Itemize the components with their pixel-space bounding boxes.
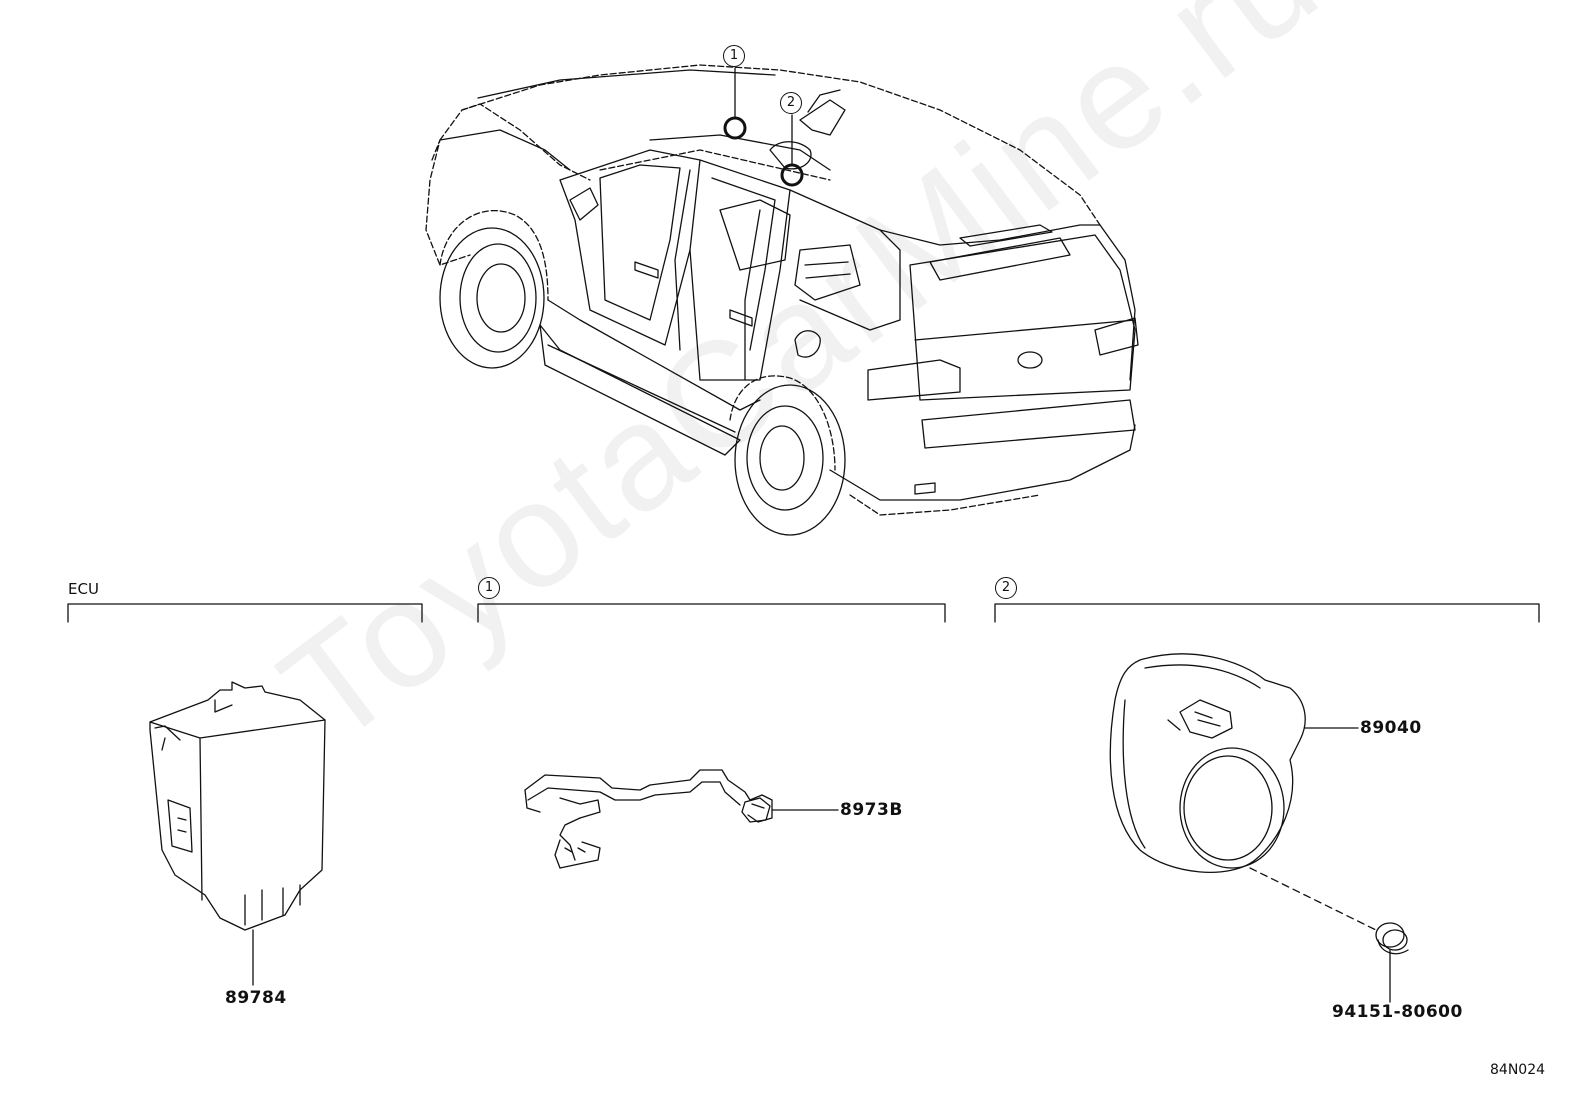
section-title-ecu: ECU (68, 580, 99, 598)
section-brackets (67, 603, 1540, 623)
figure-code: 84N024 (1490, 1062, 1546, 1078)
vehicle-illustration (425, 64, 1139, 536)
harness-8973b-drawing (524, 769, 839, 869)
sensor-89040-drawing (1109, 653, 1377, 931)
part-number-89784[interactable]: 89784 (225, 988, 287, 1008)
section-marker-1: 1 (478, 577, 500, 599)
part-number-89040[interactable]: 89040 (1360, 718, 1422, 738)
vehicle-callout-2: 2 (780, 92, 802, 114)
ecu-89784-drawing (149, 681, 326, 986)
part-number-8973b[interactable]: 8973B (840, 800, 903, 820)
part-number-94151-80600[interactable]: 94151-80600 (1332, 1002, 1463, 1022)
clip-94151-80600-drawing (1375, 922, 1409, 1003)
vehicle-callout-1: 1 (723, 45, 745, 67)
section-marker-2: 2 (995, 577, 1017, 599)
